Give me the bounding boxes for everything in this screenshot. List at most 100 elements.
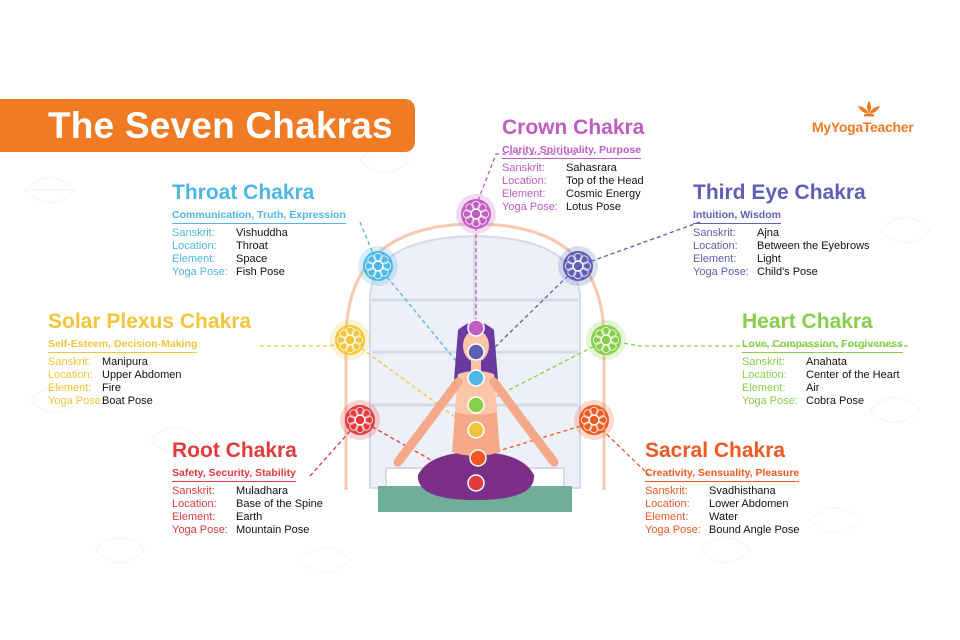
element-value: Earth xyxy=(236,511,263,523)
solar-plexus-chakra-info: Solar Plexus Chakra Self-Esteem, Decisio… xyxy=(48,310,251,408)
sanskrit-value: Sahasrara xyxy=(566,162,617,174)
chakra-qualities: Safety, Security, Stability xyxy=(172,466,296,482)
petal-mark xyxy=(339,341,349,351)
symbol-core xyxy=(335,325,365,355)
body-chakra-dots xyxy=(467,319,487,492)
heart-body-dot xyxy=(467,396,485,414)
petal-mark xyxy=(367,267,377,277)
symbol-core xyxy=(579,405,609,435)
sanskrit-value: Muladhara xyxy=(236,485,288,497)
chakra-name: Third Eye Chakra xyxy=(693,181,866,204)
pose-value: Child's Pose xyxy=(757,266,818,278)
sanskrit-row: Sanskrit:Sahasrara xyxy=(502,162,644,175)
sanskrit-value: Anahata xyxy=(806,356,847,368)
element-row: Element:Light xyxy=(693,253,870,266)
chakra-symbols xyxy=(330,194,626,440)
chakra-name: Heart Chakra xyxy=(742,310,873,333)
element-value: Fire xyxy=(102,382,121,394)
sanskrit-row: Sanskrit: Anahata xyxy=(742,356,903,369)
crown-chakra-symbol-icon xyxy=(456,194,496,234)
sanskrit-value: Manipura xyxy=(102,356,148,368)
sanskrit-label: Sanskrit: xyxy=(742,356,785,368)
petal-mark xyxy=(579,255,589,265)
petal-mark xyxy=(477,215,487,225)
chakra-qualities: Intuition, Wisdom xyxy=(693,208,781,224)
petal-mark xyxy=(595,409,605,419)
element-row: Element: Cosmic Energy xyxy=(502,188,644,201)
petal-mark xyxy=(379,255,389,265)
sanskrit-label: Sanskrit: xyxy=(693,227,736,239)
element-label: Element: xyxy=(172,253,216,265)
third-eye-chakra-info: Third Eye Chakra Intuition, Wisdom Sansk… xyxy=(693,181,870,279)
element-row: Element:Water xyxy=(645,511,800,524)
heart-chakra-info: Heart Chakra Love, Compassion, Forgivene… xyxy=(742,310,904,408)
third-eye-chakra-symbol-icon xyxy=(558,246,598,286)
pose-label: Yoga Pose: xyxy=(172,524,228,536)
brand-logo[interactable]: MyYogaTeacher xyxy=(812,100,927,136)
pose-row: Yoga Pose:Child's Pose xyxy=(693,266,870,279)
symbol-center xyxy=(344,334,356,346)
element-value: Cosmic Energy xyxy=(566,188,641,200)
throat-chakra-info: Throat Chakra Communication, Truth, Expr… xyxy=(172,181,346,279)
petal-mark xyxy=(349,421,359,431)
chakra-name: Root Chakra xyxy=(172,439,297,462)
sacral-chakra-symbol-icon xyxy=(574,400,614,440)
chakra-name: Solar Plexus Chakra xyxy=(48,310,252,333)
element-value: Light xyxy=(757,253,781,265)
element-row: Element: Space xyxy=(172,253,346,266)
location-value: Lower Abdomen xyxy=(709,498,789,510)
symbol-core xyxy=(591,325,621,355)
sanskrit-row: Sanskrit: Ajna xyxy=(693,227,870,240)
chakra-name: Sacral Chakra xyxy=(645,439,786,462)
crown-chakra-info: Crown Chakra Clarity, Spirituality, Purp… xyxy=(502,116,644,214)
sanskrit-label: Sanskrit: xyxy=(172,485,215,497)
chakra-qualities: Clarity, Spirituality, Purpose xyxy=(502,143,642,159)
location-label: Location: xyxy=(172,498,217,510)
petal-mark xyxy=(351,341,361,351)
chakra-name: Crown Chakra xyxy=(502,116,645,139)
pose-value: Mountain Pose xyxy=(236,524,310,536)
sanskrit-row: Sanskrit: Muladhara xyxy=(172,485,323,498)
symbol-core xyxy=(563,251,593,281)
crown-body-dot xyxy=(467,319,485,337)
location-row: Location:Between the Eyebrows xyxy=(693,240,870,253)
petal-mark xyxy=(477,203,487,213)
element-value: Space xyxy=(236,253,268,265)
symbol-center xyxy=(572,260,584,272)
sanskrit-value: Ajna xyxy=(757,227,780,239)
location-row: Location:Upper Abdomen xyxy=(48,369,251,382)
petal-mark xyxy=(583,409,593,419)
petal-mark xyxy=(465,215,475,225)
pose-label: Yoga Pose: xyxy=(172,266,228,278)
element-label: Element: xyxy=(48,382,92,394)
petal-mark xyxy=(379,267,389,277)
root-chakra-symbol-icon xyxy=(340,400,380,440)
page-title: The Seven Chakras xyxy=(48,105,393,146)
symbol-center xyxy=(372,260,384,272)
pose-value: Bound Angle Pose xyxy=(709,524,800,536)
petal-mark xyxy=(465,203,475,213)
pose-label: Yoga Pose: xyxy=(742,395,798,407)
pose-value: Boat Pose xyxy=(102,395,153,407)
chakra-name: Throat Chakra xyxy=(172,181,315,204)
element-label: Element: xyxy=(502,188,546,200)
sanskrit-row: Sanskrit:Svadhisthana xyxy=(645,485,800,498)
root-chakra-info: Root Chakra Safety, Security, Stability … xyxy=(172,439,323,537)
location-value: Base of the Spine xyxy=(236,498,323,510)
location-row: Location:Throat xyxy=(172,240,346,253)
brand-name: MyYogaTeacher xyxy=(812,119,914,135)
location-value: Between the Eyebrows xyxy=(757,240,870,252)
chakra-qualities: Self-Esteem, Decision-Making xyxy=(48,337,198,353)
location-value: Center of the Heart xyxy=(806,369,900,381)
element-row: Element:Earth xyxy=(172,511,323,524)
sacral-body-dot xyxy=(469,449,487,467)
pose-value: Lotus Pose xyxy=(566,201,622,213)
sanskrit-value: Vishuddha xyxy=(236,227,288,239)
symbol-core xyxy=(461,199,491,229)
petal-mark xyxy=(361,421,371,431)
pose-value: Cobra Pose xyxy=(806,395,865,407)
element-row: Element: Fire xyxy=(48,382,251,395)
location-label: Location: xyxy=(645,498,690,510)
